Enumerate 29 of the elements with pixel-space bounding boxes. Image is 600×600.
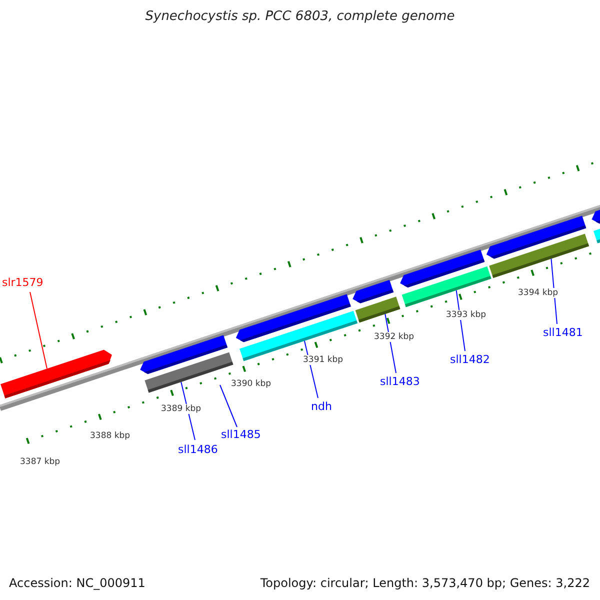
gene-feature xyxy=(352,280,394,304)
gene-label: slr1579 xyxy=(2,276,44,289)
scale-label: 3394 kbp xyxy=(517,288,560,298)
gene-feature xyxy=(0,350,112,398)
gene-label: ndh xyxy=(311,400,332,413)
gene-label: sll1485 xyxy=(221,428,261,441)
chart-title: Synechocystis sp. PCC 6803, complete genome xyxy=(144,9,456,24)
gene-bar xyxy=(402,266,492,308)
gene-bar xyxy=(144,352,234,393)
scale-label: 3392 kbp xyxy=(373,332,416,342)
gene-feature xyxy=(592,210,600,224)
gene-bar xyxy=(355,296,400,323)
leader-line xyxy=(384,314,396,374)
scale-label: 3389 kbp xyxy=(160,404,202,414)
gene-label: sll1482 xyxy=(450,353,490,366)
gene-label: sll1483 xyxy=(380,375,420,388)
scale-label: 3393 kbp xyxy=(445,310,488,320)
gene-label: sll1481 xyxy=(543,326,583,339)
scale-label: 3388 kbp xyxy=(89,431,132,441)
gene-bar xyxy=(593,228,600,244)
gene-label: sll1486 xyxy=(178,443,218,456)
scale-label: 3387 kbp xyxy=(19,457,62,467)
scale-label: 3390 kbp xyxy=(230,379,272,389)
gene-bar xyxy=(489,234,590,278)
footer-text: Topology: circular; Length: 3,573,470 bp; Genes: 3,222 xyxy=(260,576,590,590)
leader-line xyxy=(30,292,48,370)
scale-label: 3391 kbp xyxy=(302,355,344,365)
leader-line xyxy=(220,384,238,428)
footer-text: Accession: NC_000911 xyxy=(9,576,146,590)
